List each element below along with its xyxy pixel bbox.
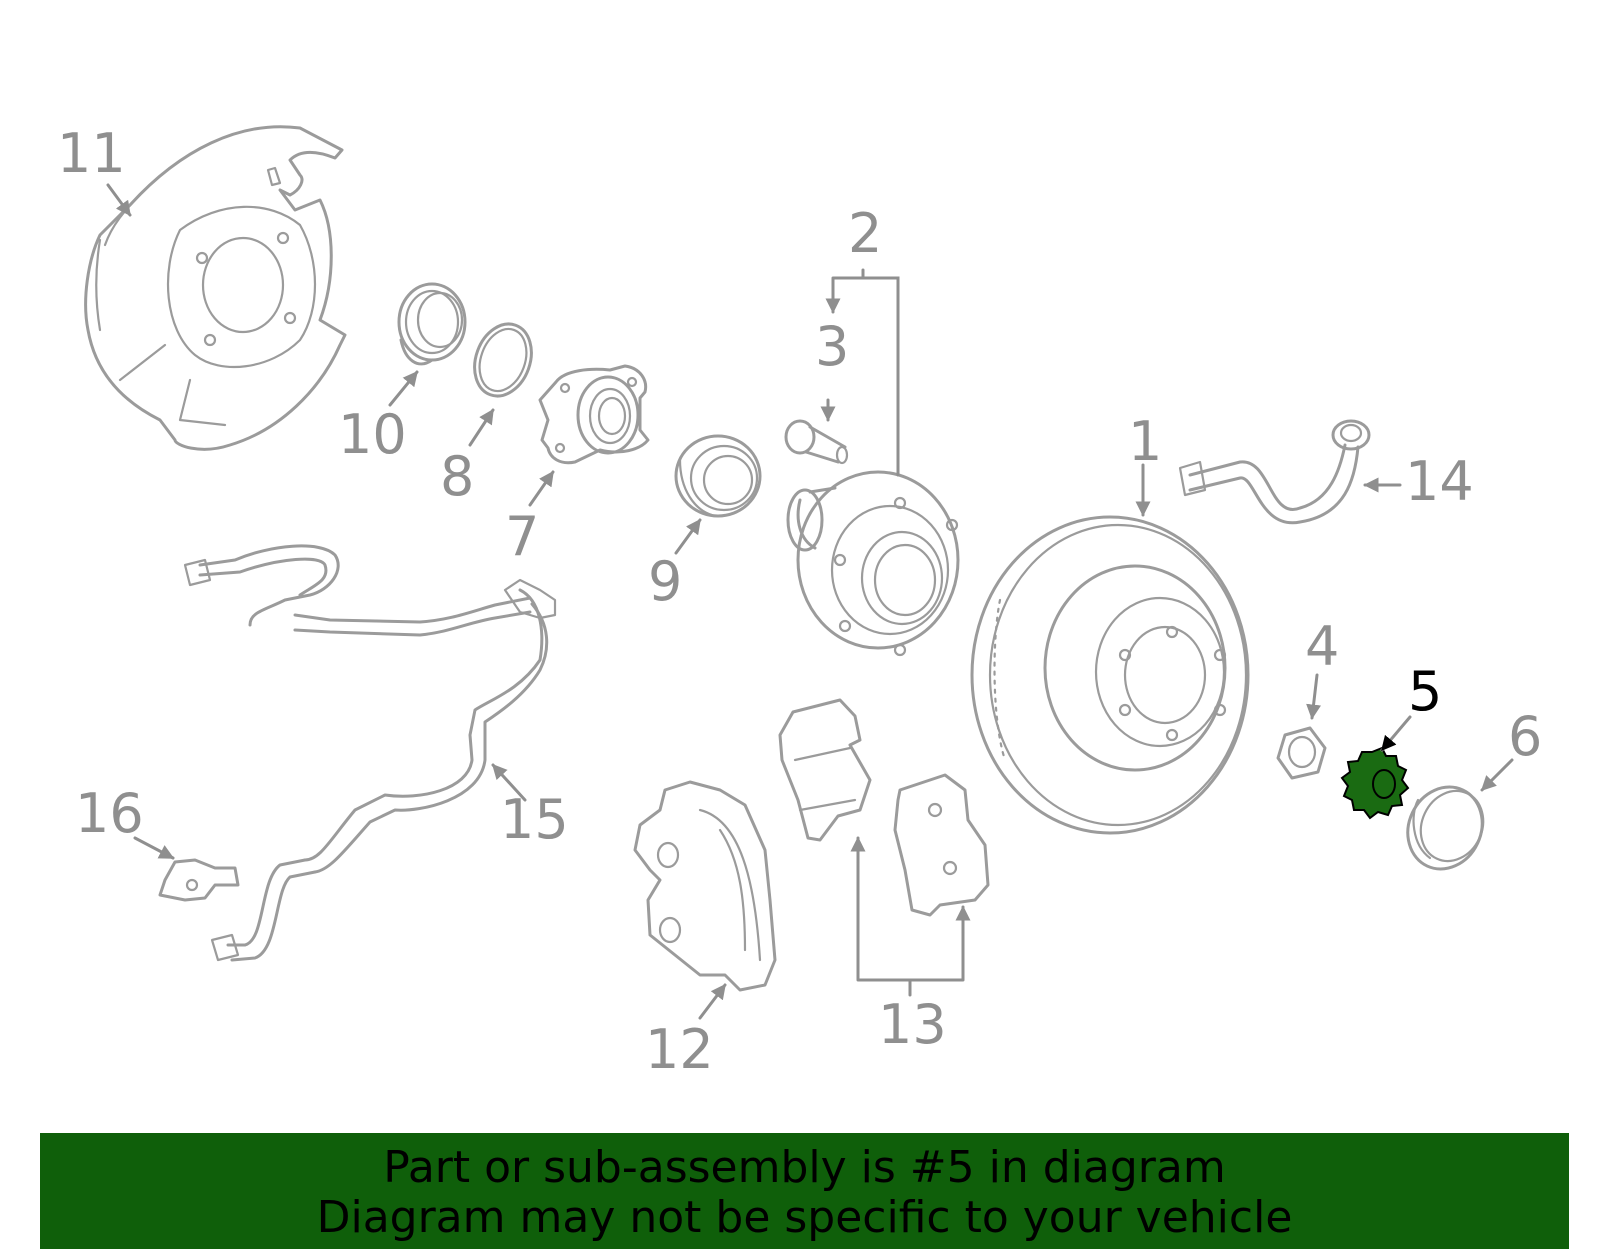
lug-nut-part [1276,726,1327,780]
brake-caliper-part [633,780,777,992]
dust-boot-part [674,434,762,518]
leader-9 [674,518,702,555]
leader-7 [528,470,555,507]
callout-5: 5 [1408,660,1442,723]
callout-15: 15 [500,788,569,851]
grease-cap-part [1406,785,1485,871]
hub-part [786,470,960,657]
banner-line-2: Diagram may not be specific to your vehi… [316,1192,1293,1243]
highlighted-part-5 [1340,746,1410,820]
leader-13 [856,840,965,997]
wheel-stud-part [784,419,849,465]
part-info-banner: Part or sub-assembly is #5 in diagram Di… [40,1133,1569,1249]
dust-shield-part [84,125,347,451]
callout-2: 2 [848,202,882,265]
callout-10: 10 [338,403,407,466]
callout-8: 8 [440,445,474,508]
leader-11 [106,183,132,217]
callout-14: 14 [1405,450,1474,513]
leader-10 [388,370,419,407]
callout-13: 13 [878,993,947,1056]
callout-7: 7 [505,505,539,568]
leader-12 [698,983,727,1020]
callout-1: 1 [1128,410,1162,473]
callout-11: 11 [57,122,126,185]
callout-9: 9 [648,550,682,613]
abs-sensor-wire-part [183,544,557,962]
leader-2 [833,268,900,477]
highlighted-gear-shape [1340,746,1410,820]
brake-hose-part [1178,419,1371,525]
o-ring-part [473,322,533,398]
leader-6 [1480,758,1514,792]
brake-rotor-part [970,515,1250,835]
callout-6: 6 [1508,705,1542,768]
brake-pads-part [778,698,990,917]
sensor-bracket-part [158,858,240,902]
leader-5 [1380,715,1412,752]
callout-12: 12 [645,1018,714,1081]
leader-16 [133,836,175,860]
leader-15 [491,763,527,802]
leader-lines [106,183,1514,1020]
callout-4: 4 [1305,615,1339,678]
callout-3: 3 [815,315,849,378]
leader-4 [1306,673,1322,720]
leader-8 [468,408,495,447]
hub-bearing-part [538,364,650,465]
callout-16: 16 [75,782,144,845]
banner-line-1: Part or sub-assembly is #5 in diagram [383,1142,1226,1193]
seal-part [397,282,467,366]
callout-labels: 1 2 3 4 5 6 7 8 9 10 11 12 13 14 15 16 [57,122,1542,1081]
